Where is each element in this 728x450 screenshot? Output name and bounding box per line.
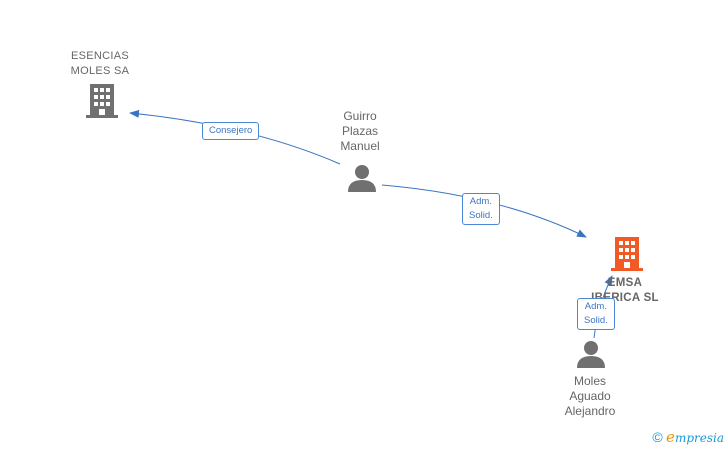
person-name-moles[interactable]: Moles Aguado Alejandro [564,374,616,418]
brand-footer[interactable]: © empresia [652,428,724,446]
copyright-symbol: © [652,429,663,445]
company-name-esencias[interactable]: ESENCIAS MOLES SA [70,50,130,77]
building-icon[interactable] [86,84,118,118]
relation-badge-adm-solid: Adm. Solid. [577,298,615,330]
person-icon[interactable] [348,165,376,192]
building-icon[interactable] [611,237,643,271]
brand-logo-e: e [666,428,675,446]
relation-badge-consejero: Consejero [202,122,260,140]
person-name-guirro[interactable]: Guirro Plazas Manuel [340,109,380,153]
company-name-emsa[interactable]: EMSA IBERICA SL [591,277,659,304]
relation-badge-adm-solid: Adm. Solid. [462,193,500,225]
person-icon[interactable] [577,341,605,368]
brand-logo-text: mpresia [674,431,724,445]
